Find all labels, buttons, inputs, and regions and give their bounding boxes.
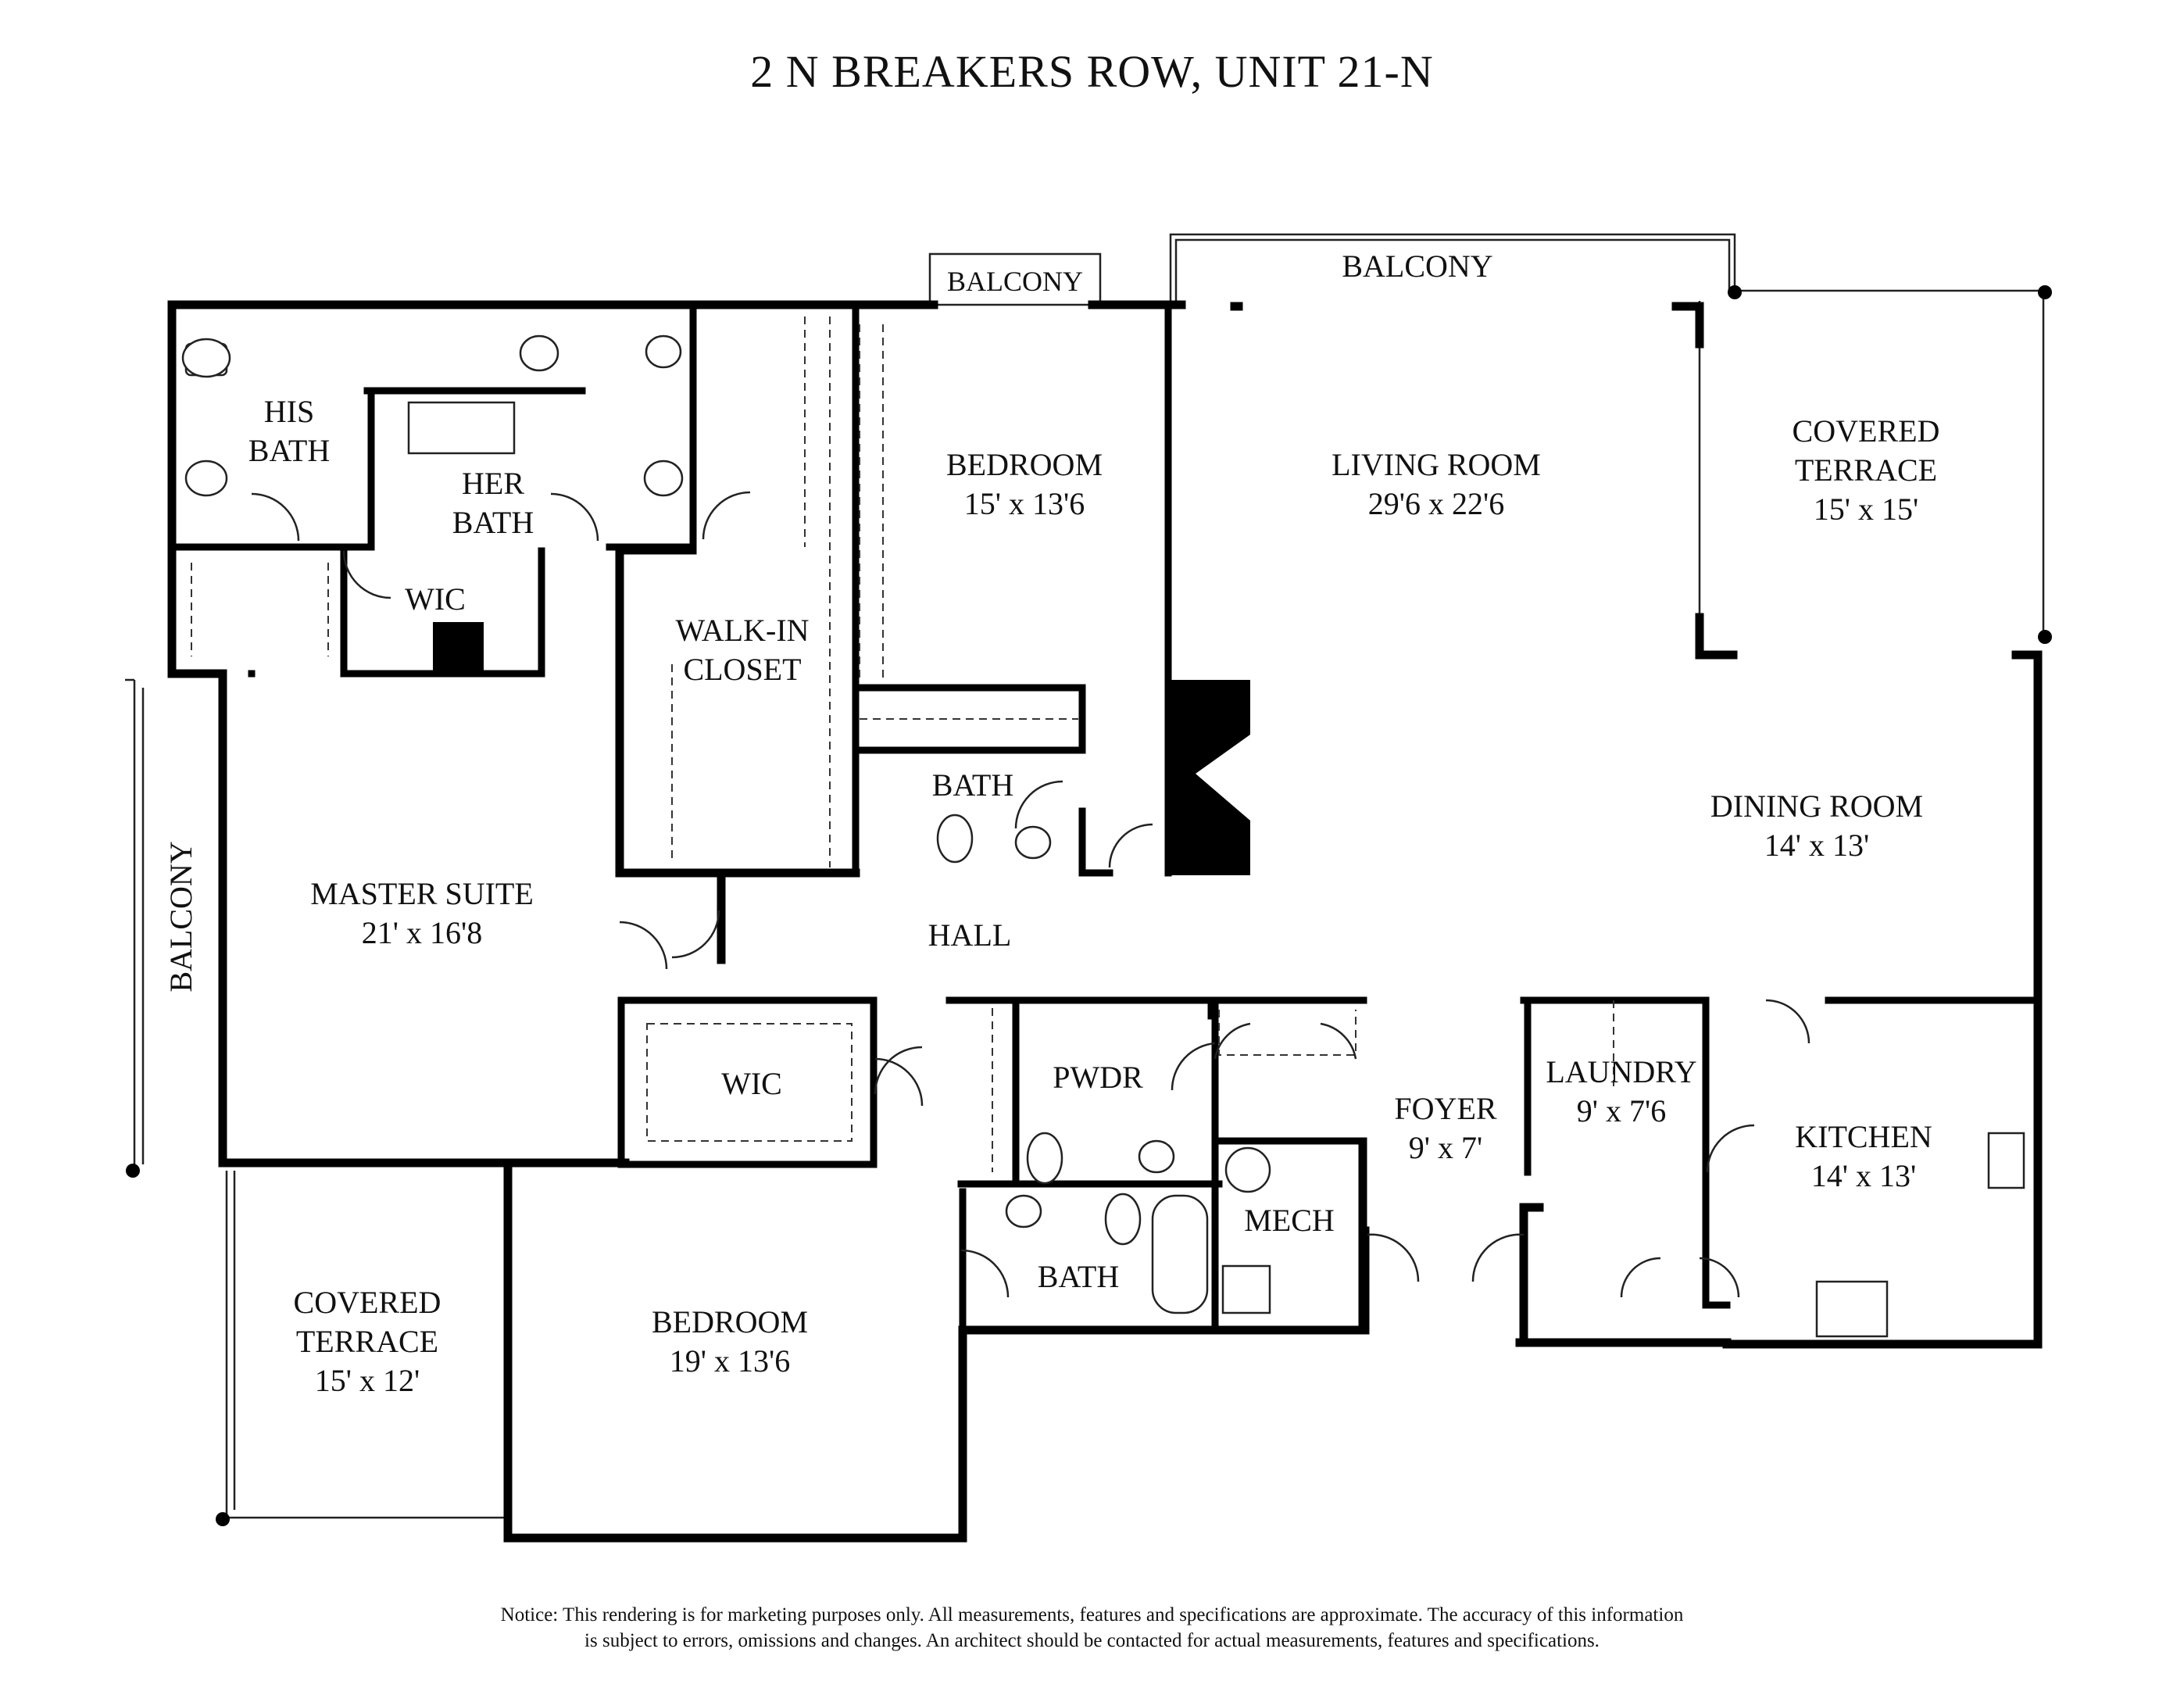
terrace-post bbox=[2038, 285, 2052, 299]
her-bath-label-1: HER bbox=[462, 466, 524, 501]
covered-terrace-2-size: 15' x 12' bbox=[315, 1363, 420, 1398]
terrace-post bbox=[2038, 630, 2052, 644]
kitchen-name: KITCHEN bbox=[1795, 1119, 1932, 1154]
bedroom-2-name: BEDROOM bbox=[652, 1304, 808, 1339]
terrace-post bbox=[1728, 285, 1742, 299]
walkin-closet-label-1: WALK-IN bbox=[675, 613, 809, 648]
mech-label: MECH bbox=[1244, 1203, 1335, 1238]
living-room-size: 29'6 x 22'6 bbox=[1368, 486, 1504, 521]
covered-terrace-1-name-2: TERRACE bbox=[1795, 452, 1937, 488]
laundry-size: 9' x 7'6 bbox=[1577, 1093, 1666, 1128]
pwdr-label: PWDR bbox=[1053, 1060, 1143, 1095]
fireplace bbox=[1168, 680, 1250, 875]
balcony-left-label: BALCONY bbox=[163, 841, 198, 992]
chase bbox=[433, 622, 484, 672]
wic-lower-label: WIC bbox=[721, 1066, 782, 1101]
plan-title: 2 N BREAKERS ROW, UNIT 21-N bbox=[750, 46, 1434, 97]
foyer-size: 9' x 7' bbox=[1409, 1130, 1482, 1165]
terrace-post bbox=[216, 1512, 230, 1526]
fixtures bbox=[181, 334, 2025, 1338]
balcony-living-label: BALCONY bbox=[1342, 249, 1492, 284]
hall-label: HALL bbox=[928, 917, 1012, 953]
dining-room-size: 14' x 13' bbox=[1764, 828, 1869, 863]
her-bath-label-2: BATH bbox=[452, 505, 534, 540]
master-suite-size: 21' x 16'8 bbox=[362, 915, 482, 950]
interior-walls bbox=[168, 309, 2042, 1348]
bedroom-1-name: BEDROOM bbox=[946, 447, 1103, 482]
notice-line-2: is subject to errors, omissions and chan… bbox=[584, 1630, 1600, 1651]
bedroom-2-size: 19' x 13'6 bbox=[670, 1343, 790, 1379]
notice-text: Notice: This rendering is for marketing … bbox=[0, 1602, 2184, 1654]
walkin-closet-label-2: CLOSET bbox=[683, 652, 801, 687]
bedroom-1-size: 15' x 13'6 bbox=[964, 486, 1085, 521]
bath-1-label: BATH bbox=[932, 767, 1013, 803]
living-room-name: LIVING ROOM bbox=[1331, 447, 1541, 482]
closet-shelving bbox=[191, 316, 1614, 1172]
covered-terrace-1-size: 15' x 15' bbox=[1814, 492, 1918, 527]
dining-room-name: DINING ROOM bbox=[1710, 789, 1923, 824]
exterior-walls bbox=[167, 300, 2043, 1543]
door-swings bbox=[251, 491, 1810, 1298]
foyer-name: FOYER bbox=[1394, 1091, 1496, 1126]
laundry-name: LAUNDRY bbox=[1546, 1054, 1696, 1089]
balcony-small-label: BALCONY bbox=[947, 266, 1083, 297]
bath-2-label: BATH bbox=[1038, 1259, 1119, 1294]
wic-top-label: WIC bbox=[405, 581, 466, 617]
covered-terrace-2-name-2: TERRACE bbox=[296, 1324, 438, 1359]
covered-terrace-1-name-1: COVERED bbox=[1793, 413, 1940, 449]
terrace-post bbox=[126, 1164, 140, 1178]
master-suite-name: MASTER SUITE bbox=[310, 876, 534, 911]
notice-line-1: Notice: This rendering is for marketing … bbox=[500, 1604, 1684, 1625]
covered-terrace-2-name-1: COVERED bbox=[294, 1285, 441, 1320]
his-bath-label-1: HIS bbox=[264, 394, 314, 429]
kitchen-size: 14' x 13' bbox=[1811, 1158, 1916, 1193]
his-bath-label-2: BATH bbox=[248, 433, 330, 468]
